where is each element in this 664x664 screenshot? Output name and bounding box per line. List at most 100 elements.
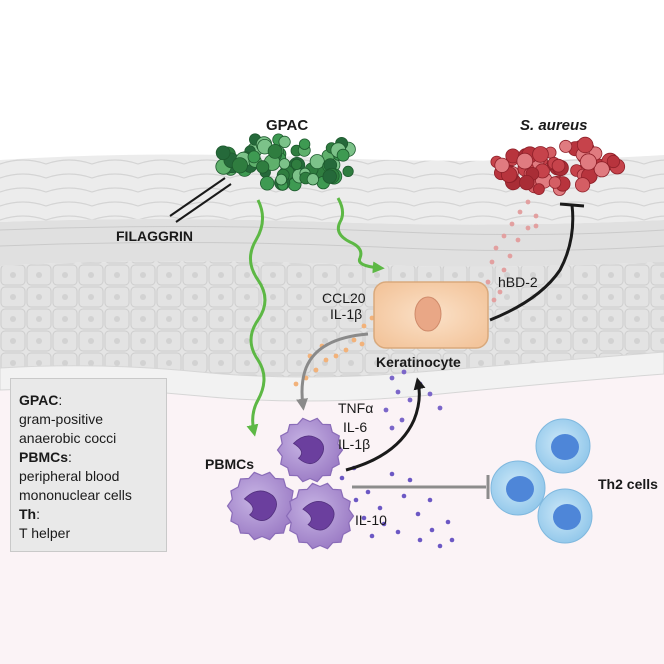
il10-dot — [339, 475, 345, 481]
pbmc-cell — [285, 482, 355, 550]
il10-dot — [437, 543, 443, 549]
keratinocyte-cell — [373, 281, 489, 349]
cytokine-dot — [427, 391, 433, 397]
cytokine-dot — [389, 425, 395, 431]
il10-dot — [369, 533, 375, 539]
s-aureus-bacterium — [579, 153, 597, 171]
gpac-bacterium — [290, 158, 303, 170]
hbd2-dot — [485, 279, 491, 285]
hbd2-dot — [493, 245, 499, 251]
s-aureus-bacterium — [551, 158, 566, 173]
gpac-bacterium — [256, 160, 270, 174]
gpac-bacterium — [260, 176, 275, 191]
gpac-bacterium — [306, 173, 319, 186]
hbd2-dot — [491, 297, 497, 303]
cytokine-dot — [313, 367, 319, 373]
hbd2-dot — [525, 199, 531, 205]
gpac-bacteria-cluster — [215, 133, 356, 192]
il10-dot — [389, 471, 395, 477]
hbd2-dot — [501, 267, 507, 273]
gpac-bacterium — [278, 158, 290, 170]
s-aureus-bacterium — [574, 177, 591, 193]
hbd2-dot — [533, 213, 539, 219]
label-gpac: GPAC — [266, 117, 309, 134]
il10-dot — [361, 515, 367, 521]
hbd2-dot — [489, 259, 495, 265]
label-il1b: IL-1β — [338, 436, 371, 452]
legend-definition: anaerobic cocci — [19, 430, 117, 446]
label-tnfa: TNFα — [338, 400, 374, 416]
s-aureus-bacterium — [532, 146, 549, 163]
legend-term: GPAC — [19, 392, 59, 408]
il10-dot — [365, 489, 371, 495]
s-aureus-bacterium — [533, 183, 545, 196]
legend-definition: gram-positive — [19, 411, 104, 427]
abbreviation-legend: GPAC: gram-positive anaerobic cocci PBMC… — [10, 378, 167, 552]
gpac-bacterium — [247, 150, 261, 164]
filaggrin-inhibition-line — [169, 177, 232, 223]
label-s-aureus: S. aureus — [520, 117, 588, 134]
hbd2-dot — [507, 253, 513, 259]
th2-cell — [537, 488, 593, 544]
hbd2-dot — [509, 221, 515, 227]
th2-cells — [490, 418, 593, 544]
legend-term: PBMCs — [19, 449, 69, 465]
gpac-bacterium — [267, 143, 283, 159]
gpac-to-pbmcs-arrow — [246, 199, 267, 437]
label-pbmcs: PBMCs — [205, 456, 255, 472]
label-il6: IL-6 — [343, 419, 368, 435]
hbd2-dot — [497, 289, 503, 295]
label-il10: IL-10 — [355, 512, 387, 528]
gpac-bacterium — [342, 165, 354, 177]
label-th2-cells: Th2 cells — [598, 476, 658, 492]
gpac-bacterium — [309, 154, 325, 170]
th2-cell — [535, 418, 591, 474]
il10-dot — [429, 527, 435, 533]
cytokine-dot — [407, 397, 413, 403]
gpac-bacterium — [275, 173, 288, 186]
cytokine-dot — [293, 381, 299, 387]
il10-dot — [427, 497, 433, 503]
pbmc-cells — [226, 417, 355, 550]
legend-entry: GPAC: — [19, 392, 63, 408]
s-aureus-bacterium — [606, 154, 621, 169]
hbd2-inhibition-bar — [559, 202, 585, 208]
cytokine-dot — [361, 323, 367, 329]
pbmc-cell — [226, 471, 298, 541]
hbd2-dot — [533, 223, 539, 229]
spinous-layer — [0, 261, 664, 377]
legend-term: Th — [19, 506, 37, 522]
cytokine-dot — [369, 315, 375, 321]
cytokine-dot — [343, 347, 349, 353]
cytokine-dot — [401, 369, 407, 375]
cytokine-dot — [383, 407, 389, 413]
th2-cell — [490, 460, 546, 516]
cytokine-dot — [323, 357, 329, 363]
s-aureus-bacterium — [577, 136, 594, 154]
il10-dot — [353, 497, 359, 503]
hbd2-dot — [525, 225, 531, 231]
label-ccl20: CCL20 — [322, 290, 366, 306]
il10-dot — [377, 505, 383, 511]
gpac-to-keratinocyte-arrow — [336, 197, 385, 274]
gpac-bacterium — [215, 145, 231, 161]
s-aureus-bacterium — [593, 161, 610, 178]
cytokine-dot — [399, 417, 405, 423]
cytokine-dot — [389, 375, 395, 381]
legend-entry: Th: — [19, 506, 40, 522]
s-aureus-bacterium — [548, 176, 562, 189]
s-aureus-bacterium — [559, 139, 573, 153]
cytokine-dot — [351, 337, 357, 343]
il10-dot — [395, 529, 401, 535]
gpac-bacterium — [278, 135, 291, 148]
il10-dot — [415, 511, 421, 517]
gpac-bacterium — [322, 169, 337, 184]
legend-entry: PBMCs: — [19, 449, 72, 465]
label-filaggrin: FILAGGRIN — [116, 228, 193, 244]
cytokine-dot — [395, 389, 401, 395]
hbd2-dot — [501, 233, 507, 239]
gpac-bacterium — [298, 138, 311, 150]
gpac-bacterium — [336, 148, 350, 162]
gpac-bacterium — [231, 157, 248, 174]
granular-layer — [0, 219, 664, 267]
